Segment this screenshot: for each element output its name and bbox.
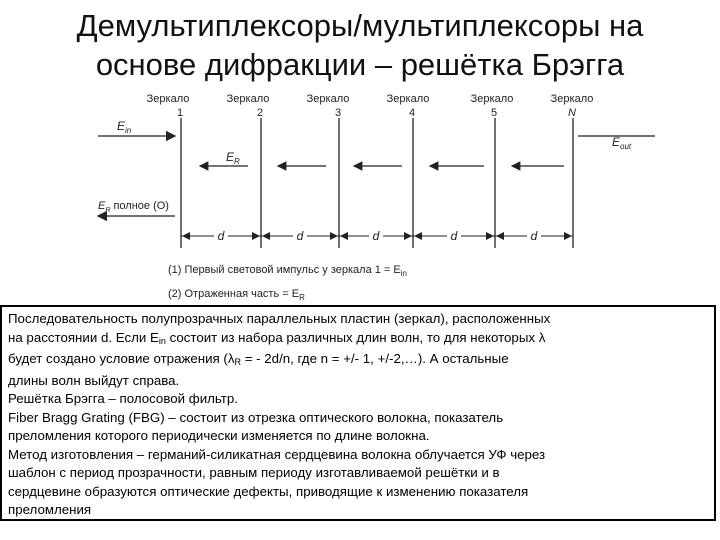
mirror-3-word: Зеркало bbox=[307, 93, 350, 105]
mirror-3-number: 3 bbox=[335, 107, 341, 119]
title-line-1: Демультиплексоры/мультиплексоры на bbox=[76, 8, 644, 43]
title-line-2: основе дифракции – решётка Брэгга bbox=[95, 47, 625, 82]
bragg-grating-diagram: Зеркало 1 Зеркало 2 Зеркало 3 Зеркало 4 … bbox=[96, 93, 655, 302]
mirror-4-number: 4 bbox=[409, 107, 415, 119]
text-line-1: Последовательность полупрозрачных паралл… bbox=[8, 311, 551, 326]
e-r-label: ER bbox=[226, 150, 240, 166]
e-in-label: Ein bbox=[117, 119, 132, 135]
description-box: Последовательность полупрозрачных паралл… bbox=[0, 305, 716, 521]
mirror-5-word: Зеркало bbox=[471, 93, 514, 105]
spacing-label-4: d bbox=[451, 229, 458, 243]
text-line-4: длины волн выйдут справа. bbox=[8, 372, 180, 388]
text-line-2: на расстоянии d. Если Ein состоит из наб… bbox=[8, 329, 546, 346]
slide-title: Демультиплексоры/мультиплексоры на основ… bbox=[0, 6, 720, 84]
spacing-label-5: d bbox=[531, 229, 538, 243]
spacing-labels: d d d d d bbox=[214, 228, 541, 243]
text-line-5: Решётка Брэгга – полосовой фильтр. bbox=[8, 391, 238, 406]
mirror-labels: Зеркало 1 Зеркало 2 Зеркало 3 Зеркало 4 … bbox=[147, 93, 594, 119]
spacing-label-2: d bbox=[297, 229, 304, 243]
caption-1: (1) Первый световой импульс у зеркала 1 … bbox=[168, 264, 407, 278]
text-line-8: Метод изготовления – германий-силикатная… bbox=[8, 446, 546, 462]
text-line-3: будет создано условие отражения (λR = - … bbox=[8, 351, 509, 367]
text-line-7: преломления которого периодически изменя… bbox=[8, 428, 430, 443]
text-line-11: преломления bbox=[8, 502, 92, 517]
mirror-5-number: 5 bbox=[491, 107, 497, 119]
text-line-10: сердцевине образуются оптические дефекты… bbox=[8, 483, 529, 499]
mirror-2-word: Зеркало bbox=[227, 93, 270, 105]
mirror-n-word: Зеркало bbox=[551, 93, 594, 105]
mirror-1-word: Зеркало bbox=[147, 93, 190, 105]
mirror-1-number: 1 bbox=[177, 107, 183, 119]
e-total-label: ER полное (O) bbox=[98, 200, 169, 214]
spacing-label-1: d bbox=[218, 229, 225, 243]
e-out-label: Eout bbox=[612, 135, 632, 151]
text-line-6: Fiber Bragg Grating (FBG) – состоит из о… bbox=[8, 409, 504, 425]
text-line-9: шаблон с период прозрачности, равным пер… bbox=[8, 465, 500, 480]
mirror-2-number: 2 bbox=[257, 107, 263, 119]
mirrors bbox=[180, 118, 574, 248]
mirror-4-word: Зеркало bbox=[387, 93, 430, 105]
caption-2: (2) Отраженная часть = ER bbox=[168, 288, 305, 302]
spacing-label-3: d bbox=[373, 229, 380, 243]
mirror-n-number: N bbox=[568, 107, 576, 119]
